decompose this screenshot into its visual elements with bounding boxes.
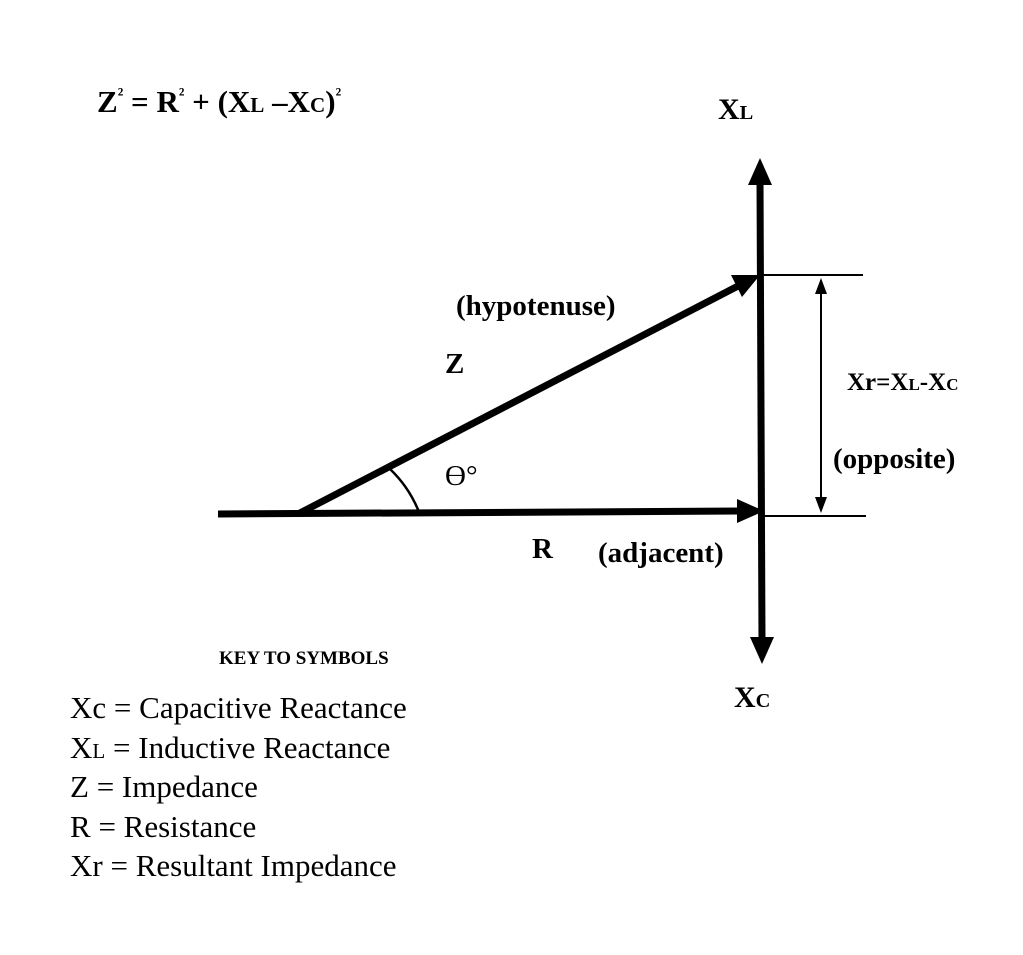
key-item-impedance: Z = Impedance [70,769,258,804]
opposite-label: (opposite) [833,443,956,475]
xl-arrowhead [748,158,772,185]
hypotenuse-label: (hypotenuse) [456,290,616,322]
resistance-line [217,507,741,518]
theta-label: Ө° [445,460,478,492]
key-item-resultant: Xr = Resultant Impedance [70,848,397,883]
reactance-axis [756,179,766,643]
impedance-formula: Z² = R² + (XL –XC)² [97,84,342,119]
z-arrowhead [731,275,760,297]
xr-equation-label: Xr=XL-XC [847,369,959,396]
key-item-capacitive: Xc = Capacitive Reactance [70,690,407,725]
adjacent-label: (adjacent) [598,537,724,569]
opposite-arrow-bottom [815,497,827,513]
key-list: Xc = Capacitive Reactance XL = Inductive… [70,690,407,888]
r-label: R [532,533,553,565]
key-item-inductive: XL = Inductive Reactance [70,729,391,765]
r-arrowhead [737,499,764,523]
xl-axis-label: XL [718,93,754,126]
hypotenuse-line [296,281,742,518]
z-label: Z [445,348,465,380]
key-title: KEY TO SYMBOLS [219,648,389,669]
key-item-resistance: R = Resistance [70,808,257,844]
xc-axis-label: XC [734,681,771,714]
theta-angle-arc [389,468,421,513]
xc-arrowhead [750,637,774,664]
opposite-arrow-top [815,278,827,294]
